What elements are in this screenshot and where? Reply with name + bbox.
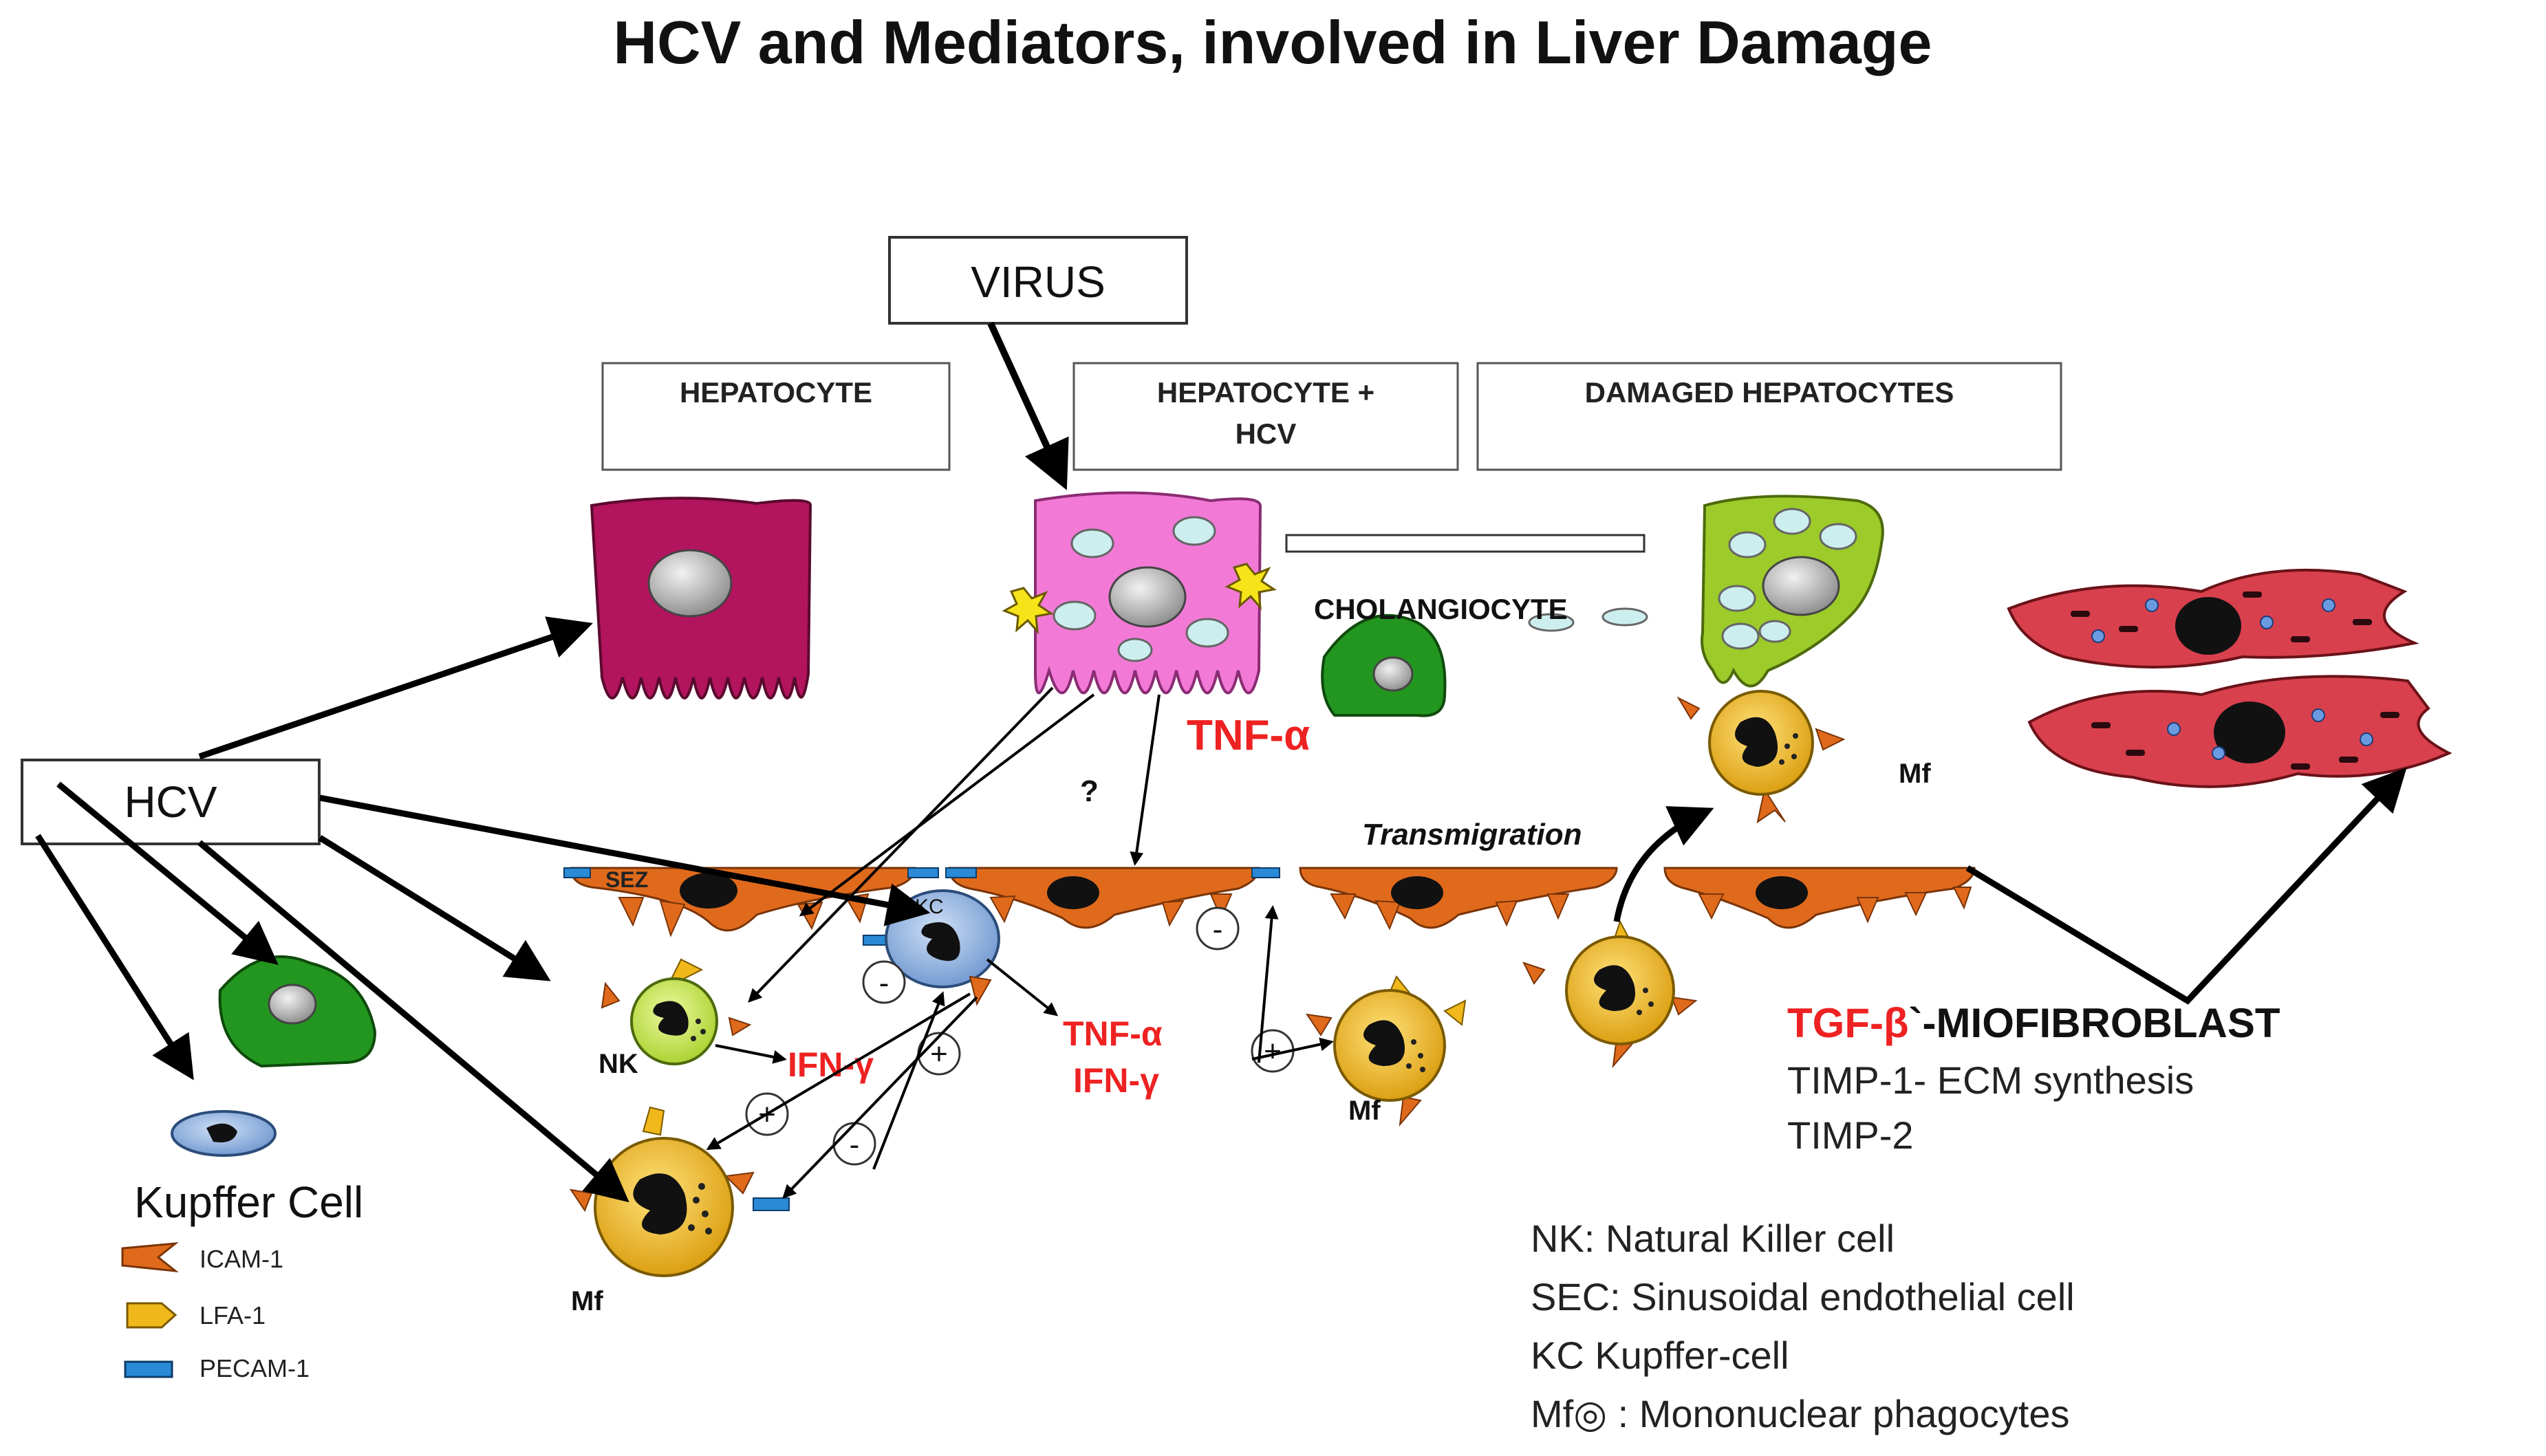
hcv-box: HCV: [21, 759, 321, 845]
svg-text:-: -: [850, 1128, 860, 1162]
virus-box: VIRUS: [888, 236, 1188, 325]
svg-text:-: -: [1213, 913, 1223, 946]
cholangiocyte-small: [218, 955, 377, 1068]
miofibroblast: `-MIOFIBROBLAST: [1909, 1000, 2280, 1046]
icam-legend-swatch: [121, 1242, 179, 1273]
virus-particle-left: [1002, 587, 1054, 635]
nk-label: NK: [598, 1049, 638, 1079]
icam-legend-label: ICAM-1: [199, 1245, 283, 1273]
abbrev-nk: NK: Natural Killer cell: [1531, 1217, 1895, 1260]
ifn-gamma-nk: IFN-γ: [788, 1045, 874, 1084]
pecam-legend-swatch: [124, 1360, 173, 1378]
diagram-title: HCV and Mediators, involved in Liver Dam…: [614, 8, 1932, 76]
cholangiocyte-label: CHOLANGIOCYTE: [1314, 593, 1568, 625]
lfa-legend-label: LFA-1: [199, 1301, 266, 1329]
svg-text:-: -: [879, 966, 889, 1000]
hepatocyte-cell: [590, 497, 812, 699]
hcv-box-label: HCV: [124, 777, 217, 827]
tnf-alpha-top: TNF-α: [1187, 712, 1310, 759]
ifn-gamma-mid: IFN-γ: [1073, 1061, 1159, 1100]
minus-badge: -: [1196, 906, 1240, 950]
hepatocyte-hcv-box: HEPATOCYTE + HCV: [1072, 362, 1459, 471]
vesicle: [1601, 607, 1648, 627]
abbreviations: NK: Natural Killer cell SEC: Sinusoidal …: [1531, 1217, 2075, 1435]
kupffer-cell-icon: [171, 1110, 277, 1157]
nk-cell: [601, 958, 752, 1065]
mf-upper-label: Mf: [1899, 759, 1931, 789]
tnf-alpha-mid: TNF-α: [1063, 1014, 1163, 1053]
bile-duct-bar: [1285, 534, 1646, 553]
transmigration-label: Transmigration: [1362, 818, 1582, 851]
abbrev-mf: Mf◎ : Mononuclear phagocytes: [1531, 1392, 2069, 1435]
tgf-beta: TGF-β: [1787, 1000, 1909, 1046]
question-mark: ?: [1080, 774, 1099, 808]
minus-badge: -: [862, 960, 906, 1004]
hepatocyte-hcv-line2: HCV: [1236, 417, 1297, 450]
arrows: [35, 321, 2407, 1203]
infected-hepatocyte-cell: [1002, 491, 1277, 695]
hepatocyte-box: HEPATOCYTE: [601, 362, 951, 471]
macrophage-transmigrating: [1522, 920, 1698, 1069]
hepatocyte-box-label: HEPATOCYTE: [680, 376, 872, 409]
virus-label: VIRUS: [971, 257, 1105, 307]
svg-text:+: +: [1264, 1034, 1282, 1068]
timp2-text: TIMP-2: [1787, 1113, 1914, 1157]
legend: ICAM-1 LFA-1 PECAM-1: [121, 1242, 310, 1382]
sez-label: SEZ: [605, 867, 648, 892]
macrophage-upper: [1676, 690, 1846, 824]
kc-label: KC: [915, 895, 944, 918]
timp1-text: TIMP-1- ECM synthesis: [1787, 1058, 2194, 1102]
myofibroblast-top: [2007, 568, 2419, 669]
virus-particle-right: [1225, 563, 1277, 611]
lfa-legend-swatch: [126, 1302, 177, 1329]
pecam-legend-label: PECAM-1: [199, 1354, 310, 1382]
vesicle: [1528, 613, 1575, 632]
minus-badge: -: [832, 1122, 876, 1166]
tgf-beta-line: TGF-β`-MIOFIBROBLAST: [1787, 1000, 2280, 1046]
damaged-hepatocyte-cell: [1701, 495, 1884, 688]
mf-bottom-label: Mf: [571, 1286, 603, 1316]
macrophage-bottom: [569, 1106, 755, 1277]
abbrev-sec: SEC: Sinusoidal endothelial cell: [1531, 1275, 2075, 1318]
cholangiocyte-cell: [1321, 613, 1447, 717]
mf-middle-label: Mf: [1348, 1096, 1381, 1126]
endothelial-cells: [570, 867, 1976, 932]
damaged-box-label: DAMAGED HEPATOCYTES: [1585, 376, 1954, 409]
damaged-hepatocytes-box: DAMAGED HEPATOCYTES: [1476, 362, 2062, 471]
myofibroblast-bottom: [2027, 675, 2452, 788]
abbrev-kc: KC Kupffer-cell: [1531, 1334, 1789, 1377]
endothelial-nuclei: [680, 873, 1808, 909]
macrophage-middle: [1305, 975, 1467, 1127]
hepatocyte-hcv-line1: HEPATOCYTE +: [1157, 376, 1374, 409]
kupffer-cell-label: Kupffer Cell: [134, 1177, 363, 1227]
plus-badge: +: [1251, 1029, 1295, 1073]
